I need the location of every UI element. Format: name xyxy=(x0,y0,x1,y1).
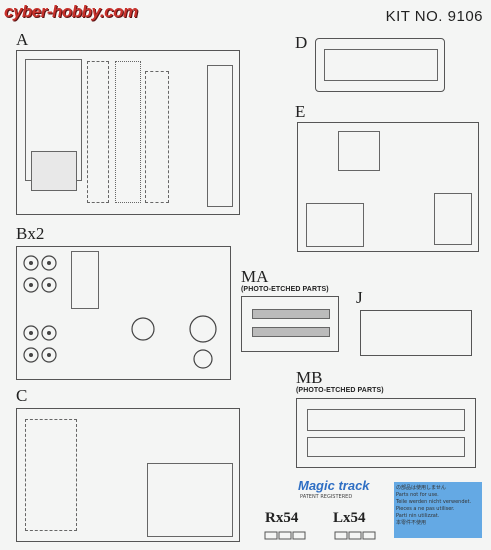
brand-logo: cyber-hobby.com xyxy=(4,2,138,21)
note-line: Teile werden nicht verwendet. xyxy=(396,499,472,505)
sprue-j-unused-part-2 xyxy=(405,317,435,349)
sprue-e-unused-part-3 xyxy=(386,189,428,229)
sprue-c-unused-part-1 xyxy=(87,417,131,465)
track-left-count: Lx54 xyxy=(333,510,366,526)
sprue-j-unused-part-1 xyxy=(365,315,399,349)
sprue-a-part-column-3 xyxy=(145,71,169,203)
sprue-mb-fret xyxy=(296,398,476,468)
note-line: Parts not for use. xyxy=(396,492,439,498)
sprue-b-part-block xyxy=(71,251,99,309)
note-line: 本零件不使用 xyxy=(396,520,427,526)
sprue-b-road-wheels xyxy=(23,255,217,369)
sprue-d-frame xyxy=(315,38,445,92)
sprue-label-b: Bx2 xyxy=(16,224,45,243)
sprue-b-frame xyxy=(16,246,231,380)
sprue-c-part-column xyxy=(25,419,77,531)
sprue-mb-subtitle: (PHOTO-ETCHED PARTS) xyxy=(296,387,384,394)
sprue-j-frame xyxy=(360,310,472,356)
sprue-ma-subtitle: (PHOTO-ETCHED PARTS) xyxy=(241,286,329,293)
sprue-a-hull-detail xyxy=(31,151,77,191)
sprue-b-unused-bar xyxy=(155,271,169,307)
sprue-e-unused-part-1 xyxy=(304,129,332,185)
sprue-b-unused-wheel xyxy=(101,271,123,305)
magic-track-sublabel: PATENT REGISTERED xyxy=(300,494,353,500)
kit-number: KIT NO. 9106 xyxy=(385,8,483,25)
sprue-j-unused-part-3 xyxy=(441,315,465,349)
sprue-c-hull-top xyxy=(147,463,233,537)
magic-track-logo: Magic track xyxy=(298,478,370,493)
track-right-count: Rx54 xyxy=(265,510,299,526)
sprue-e-part-3 xyxy=(434,193,472,245)
note-line: Parti nin utilizzat. xyxy=(396,513,440,519)
sprue-e-frame xyxy=(297,122,479,252)
track-link-icons xyxy=(264,531,376,540)
sprue-a-side-rail xyxy=(207,65,233,207)
note-line: Pieces a ne pas utiliser. xyxy=(396,506,455,512)
sprue-a-part-column-1 xyxy=(87,61,109,203)
sprue-label-j: J xyxy=(356,288,363,307)
sprue-label-c: C xyxy=(16,386,28,405)
sprue-ma-etched-strip-1 xyxy=(252,309,330,319)
sprue-mb-etched-part-2 xyxy=(307,437,465,457)
sprue-ma-etched-strip-2 xyxy=(252,327,330,337)
sprue-c-frame xyxy=(16,408,240,542)
sprue-label-d: D xyxy=(295,33,308,52)
not-for-use-notes: の部品は使用しません Parts not for use. Teile werd… xyxy=(396,485,484,527)
sprue-d-hull-bottom xyxy=(324,49,438,81)
sprue-label-a: A xyxy=(16,30,29,49)
sprue-a-part-column-2 xyxy=(115,61,141,203)
note-line: の部品は使用しません xyxy=(396,485,446,491)
sprue-a-frame xyxy=(16,50,240,215)
sprue-c-unused-part-2 xyxy=(217,417,235,437)
sprue-a-unused-part xyxy=(172,51,198,67)
sprue-c-unused-part-3 xyxy=(87,479,127,515)
sprue-ma-fret xyxy=(241,296,339,352)
sprue-label-e: E xyxy=(295,102,306,121)
sprue-label-ma: MA xyxy=(241,267,269,286)
sprue-mb-etched-part-1 xyxy=(307,409,465,431)
sprue-e-part-2 xyxy=(306,203,364,247)
sprue-label-mb: MB xyxy=(296,368,323,387)
sprue-e-part-1 xyxy=(338,131,380,171)
sprue-e-unused-part-2 xyxy=(388,127,474,171)
